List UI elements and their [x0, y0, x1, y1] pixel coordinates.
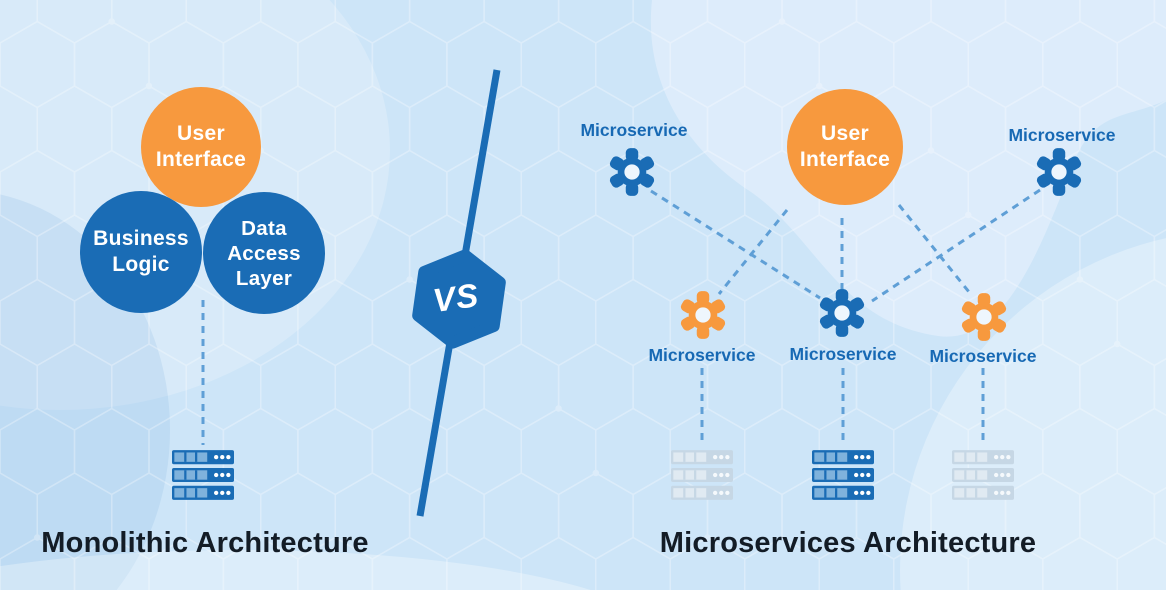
connector-ui-to-bottomright [897, 204, 971, 293]
monolith-user-interface-circle: User Interface [141, 87, 261, 207]
monolith-business-logic-circle: Business Logic [80, 191, 202, 313]
vs-hexagon [412, 249, 506, 349]
connector-ui-to-bottomleft [717, 209, 789, 295]
monolith-user-interface-label: User Interface [155, 122, 247, 171]
hexagon-shape [412, 249, 506, 349]
gear-icon-bottom-right [961, 293, 1007, 341]
connector-ms-topleft-to-bottomcenter [650, 189, 821, 300]
microservices-user-interface-label: User Interface [799, 122, 891, 171]
gear-icon-top-left [609, 148, 655, 196]
microservice-label-top-right: Microservice [1008, 125, 1116, 145]
gear-icon-bottom-left [680, 291, 726, 339]
monolith-server-icon [172, 450, 234, 500]
gear-icon-top-right [1036, 148, 1082, 196]
monolith-business-logic-label: Business Logic [93, 227, 189, 276]
microservice-label-top-left: Microservice [580, 120, 688, 140]
background-blob [900, 238, 1166, 590]
background-blob [0, 550, 591, 590]
monolithic-architecture-heading: Monolithic Architecture [41, 527, 369, 559]
server-icon-bottom-center [812, 450, 874, 500]
monolith-data-access-circle: Data Access Layer [203, 192, 325, 314]
microservice-label-bottom-center: Microservice [789, 344, 897, 364]
microservices-architecture-heading: Microservices Architecture [659, 527, 1037, 559]
microservice-label-bottom-left: Microservice [648, 345, 756, 365]
server-icon-bottom-left-faded [671, 450, 733, 500]
background-blob [650, 0, 1166, 337]
gear-icon-bottom-center [819, 289, 865, 337]
microservice-label-bottom-right: Microservice [929, 346, 1037, 366]
server-icon-bottom-right-faded [952, 450, 1014, 500]
monolith-data-access-label: Data Access Layer [227, 216, 301, 290]
microservices-user-interface-circle: User Interface [787, 89, 903, 205]
connector-ms-topright-to-bottomcenter [871, 188, 1041, 303]
